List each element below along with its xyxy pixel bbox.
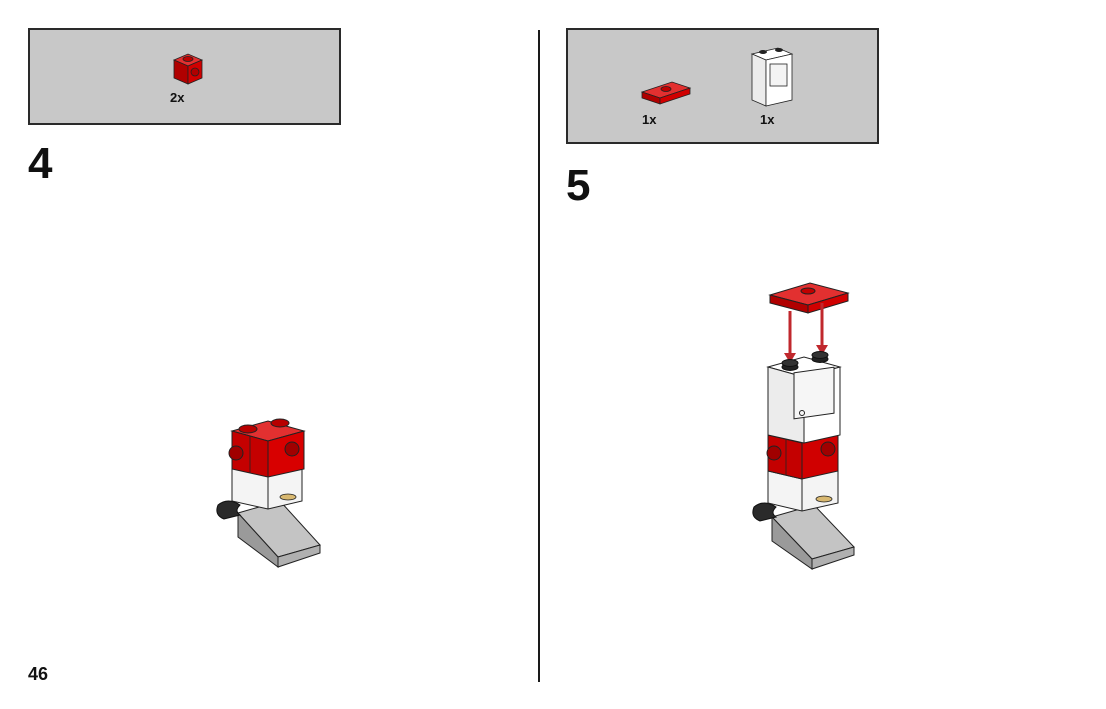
step-divider (538, 30, 540, 682)
part-quantity: 1x (760, 112, 775, 127)
step-number: 4 (28, 139, 53, 188)
parts-list-step-5: 1x 1x (566, 28, 879, 144)
step-4-model-illustration (216, 418, 321, 568)
step-number: 5 (566, 161, 591, 210)
page-number: 46 (28, 664, 49, 684)
part-quantity: 2x (170, 90, 185, 105)
part-quantity: 1x (642, 112, 657, 127)
parts-list-step-4: 2x (28, 28, 341, 125)
red-brick-1x1-stud-side-icon (172, 53, 204, 85)
white-window-frame-icon (750, 47, 794, 107)
red-plate-1x2-jumper-icon (640, 81, 692, 105)
step-5-model-illustration (752, 282, 855, 570)
